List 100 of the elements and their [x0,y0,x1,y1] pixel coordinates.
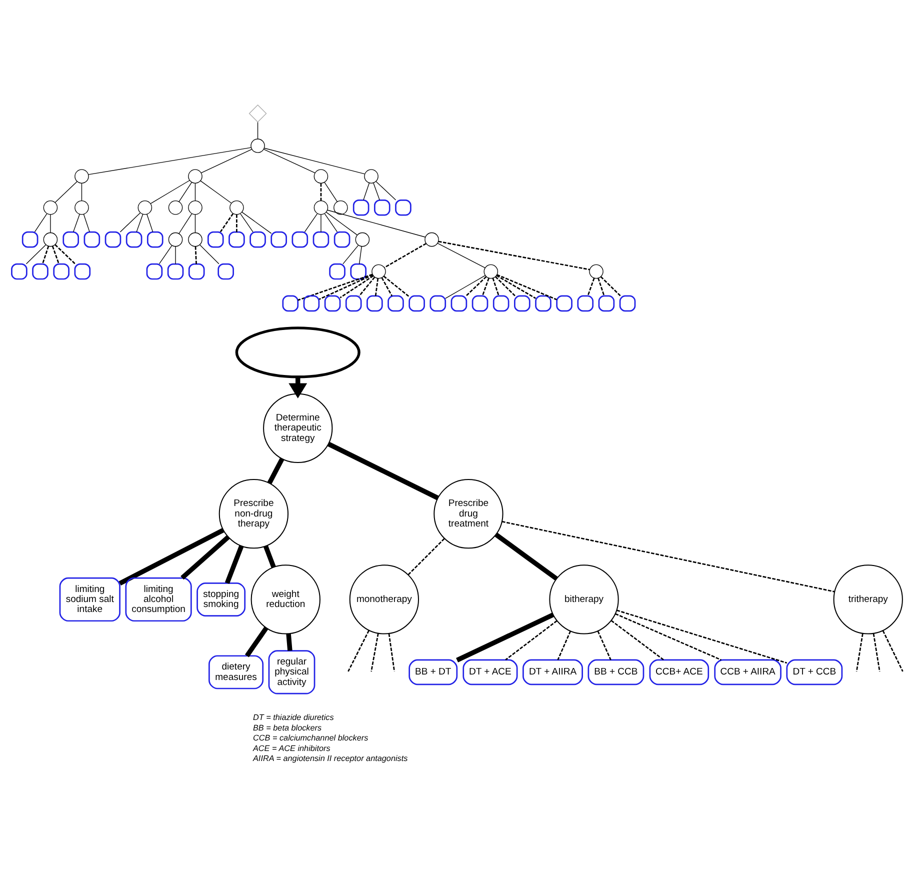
node-box [576,295,594,312]
node-circle [42,200,58,215]
node-box [344,295,362,312]
connector [882,630,903,672]
connector [263,148,364,174]
connector [494,532,558,581]
connector [118,528,224,586]
node-box [32,263,48,280]
connector [80,183,82,202]
connector [318,274,373,300]
node-box [249,231,266,248]
node-box: stopping smoking [196,582,246,616]
node-box [514,295,530,312]
connector [610,620,664,660]
node-box: BB + CCB [587,659,644,686]
node-box: DT + ACE [462,659,518,686]
connector [494,276,516,296]
node-circle [313,200,328,215]
connector [198,244,219,264]
node-circle [313,169,328,184]
connector [262,545,276,568]
connector [382,276,409,298]
node-box [312,231,329,248]
connector [600,276,620,296]
node-box [125,231,142,248]
connector [855,633,863,672]
node-box [374,199,390,216]
node-circle: tritherapy [832,564,902,634]
node-circle [229,200,244,215]
node-circle [188,169,202,184]
connector [504,620,557,660]
node-box [328,263,345,280]
connector [438,240,590,270]
node-circle: monotherapy [348,564,419,634]
node-circle: Prescribe non-drug therapy [218,479,288,549]
node-circle: weight reduction [250,564,320,634]
connector [266,458,284,484]
node-box [408,295,424,312]
connector [339,275,374,298]
connector [236,214,237,232]
connector [326,210,426,238]
connector [384,242,426,268]
connector [614,613,721,661]
node-box [74,263,90,280]
connector [194,246,196,264]
connector [380,277,392,296]
connector [178,213,192,234]
node-box [188,263,204,280]
node-circle [188,232,202,247]
connector [375,181,396,200]
connector [326,442,438,500]
node-circle [168,200,182,215]
connector [872,633,880,672]
connector [324,182,337,202]
connector [358,276,375,296]
connector [178,182,192,202]
node-circle [74,169,88,184]
connector [374,278,378,296]
node-box [302,295,320,312]
node-circle [188,200,202,215]
node-box: limiting alcohol consumption [124,577,192,622]
node-box: DT + AIIRA [522,659,582,686]
connector [82,214,90,232]
node-box: limiting sodium salt intake [58,577,120,622]
node-box [324,295,340,312]
node-box [291,231,308,248]
connector [180,535,230,580]
connector [388,633,395,672]
connector [41,246,49,264]
node-box: BB + DT [408,659,458,686]
connector [262,148,315,174]
connector [556,630,571,660]
connector [596,630,611,660]
node-circle [588,264,603,279]
connector [347,630,370,672]
connector [501,520,834,592]
node-circle [74,200,88,215]
node-box: regular physical activity [268,650,315,694]
node-box [471,295,488,312]
node-box [228,231,244,248]
connector [456,612,554,662]
node-box [394,199,411,216]
connector [241,212,272,234]
connector [286,634,292,651]
node-circle [364,169,378,184]
connector [304,213,318,232]
connector [362,182,370,200]
node-circle [168,232,182,247]
connector [496,274,536,299]
connector [54,181,77,203]
connector [444,275,486,299]
connector [325,212,357,236]
node-box [10,263,27,280]
node-ellipse [234,326,360,378]
connector [146,214,153,232]
node-circle [42,232,58,247]
connector [297,274,372,301]
node-box [146,263,162,280]
node-box [166,263,184,280]
connector [320,183,322,201]
